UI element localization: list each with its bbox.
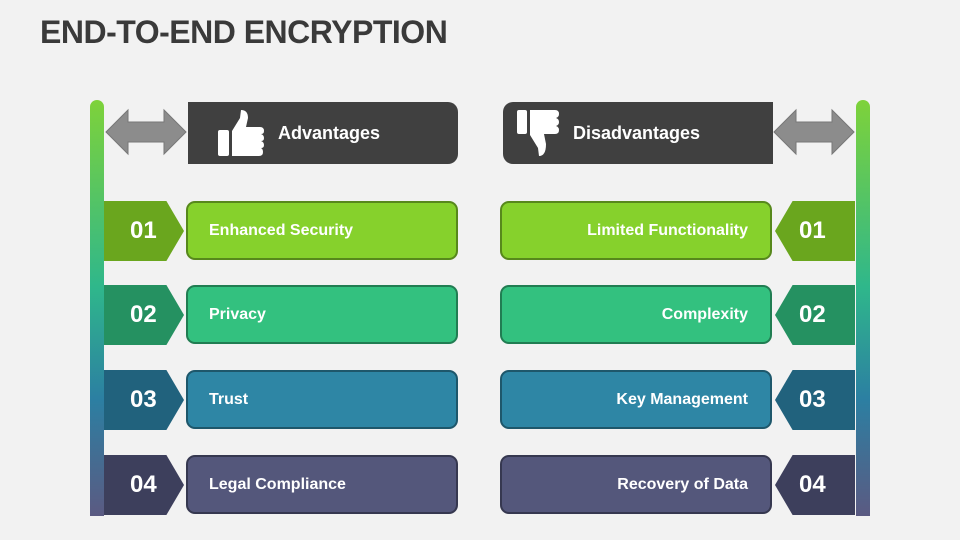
advantages-header: Advantages xyxy=(188,102,458,164)
right-gradient-bar xyxy=(856,100,870,516)
advantage-item-4: Legal Compliance xyxy=(186,455,458,514)
disadvantage-number-3: 03 xyxy=(775,370,855,430)
disadvantage-item-1: Limited Functionality xyxy=(500,201,772,260)
advantage-item-1: Enhanced Security xyxy=(186,201,458,260)
disadvantage-number-1: 01 xyxy=(775,201,855,261)
disadvantages-header: Disadvantages xyxy=(503,102,773,164)
double-arrow-icon-right xyxy=(773,108,855,156)
advantage-item-2: Privacy xyxy=(186,285,458,344)
page-title: END-TO-END ENCRYPTION xyxy=(40,14,448,50)
advantage-item-3: Trust xyxy=(186,370,458,429)
thumbs-up-icon xyxy=(218,110,264,156)
disadvantage-number-2: 02 xyxy=(775,285,855,345)
disadvantage-item-4: Recovery of Data xyxy=(500,455,772,514)
advantage-number-1: 01 xyxy=(104,201,184,261)
disadvantage-item-3: Key Management xyxy=(500,370,772,429)
double-arrow-icon-left xyxy=(105,108,187,156)
disadvantage-item-2: Complexity xyxy=(500,285,772,344)
disadvantage-number-4: 04 xyxy=(775,455,855,515)
advantages-label: Advantages xyxy=(278,122,381,143)
thumbs-down-icon xyxy=(517,110,559,156)
advantage-number-2: 02 xyxy=(104,285,184,345)
left-gradient-bar xyxy=(90,100,104,516)
disadvantages-label: Disadvantages xyxy=(573,122,701,143)
advantage-number-4: 04 xyxy=(104,455,184,515)
advantage-number-3: 03 xyxy=(104,370,184,430)
